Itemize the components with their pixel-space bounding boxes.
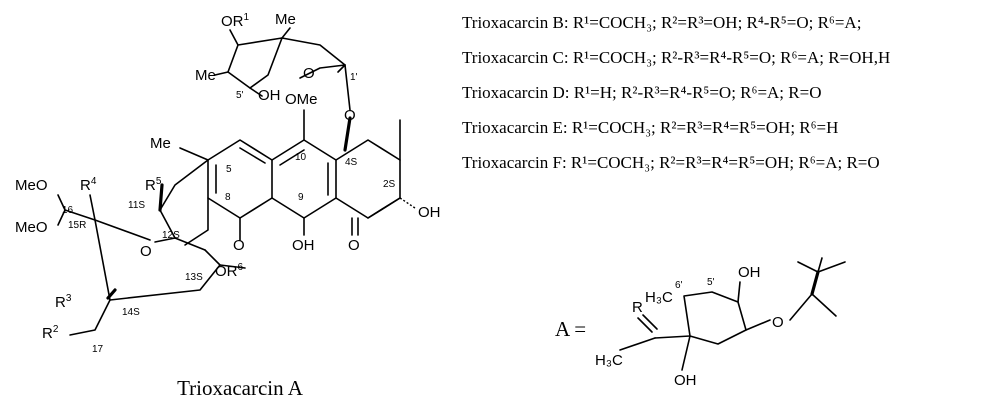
oh-c9-label: OH [292,237,315,254]
oh-sugar-label: OH [258,87,281,104]
a-ring-oxygen-label: O [772,314,784,331]
a-oh-bottom-label: OH [674,372,697,389]
sugar-oxygen-label: O [303,65,315,82]
oh-c2-label: OH [418,204,441,221]
a-pos-5p-label: 5' [707,277,715,288]
pos-1p-label: 1' [350,72,358,83]
definition-d: Trioxacarcin D: R¹=H; R²-R³=R⁴-R⁵=O; R⁶=… [462,83,821,102]
trioxacarcin-definitions: Trioxacarcin B: R¹=COCH₃; R²=R³=OH; R⁴-R… [462,13,890,172]
trioxacarcin-a-labels: OR1 Me Me O OH 5' 1' OMe O Me 5 10 4S 8 … [15,11,441,355]
me-sugar-label: Me [275,11,296,28]
aryl-methyl-label: Me [150,135,171,152]
pos-8-label: 8 [225,192,231,203]
ome-label: OMe [285,91,318,108]
substituent-a: A = R OH OH O H₃C H₃C 6' 5' [555,257,846,389]
r3-label: R3 [55,293,72,311]
definition-f: Trioxacarcin F: R¹=COCH₃; R²=R³=R⁴=R⁵=OH… [462,153,880,172]
pos-11s-label: 11S [128,200,145,211]
definition-e: Trioxacarcin E: R¹=COCH₃; R²=R³=R⁴=R⁵=OH… [462,118,838,137]
pos-13s-label: 13S [185,272,203,283]
definition-b: Trioxacarcin B: R¹=COCH₃; R²=R³=OH; R⁴-R… [462,13,861,32]
r5-label: R5 [145,176,162,194]
trioxacarcin-a-bonds [57,27,416,336]
pyran-oxygen-label: O [233,237,245,254]
a-r-label: R [632,299,643,316]
a-pos-6p-label: 6' [675,280,683,291]
pos-4s-label: 4S [345,157,358,168]
or6-label: OR6 [215,262,244,280]
or1-label: OR1 [221,12,250,30]
pos-5-label: 5 [226,164,232,175]
structure-caption: Trioxacarcin A [177,376,304,400]
keto-oxygen-label: O [348,237,360,254]
pos-12s-label: 12S [162,230,180,241]
definition-c: Trioxacarcin C: R¹=COCH₃; R²-R³=R⁴-R⁵=O;… [462,48,890,67]
a-oh-top-label: OH [738,264,761,281]
meo-1-label: MeO [15,177,48,194]
pos-17-label: 17 [92,344,104,355]
pos-9-label: 9 [298,192,304,203]
pos-14s-label: 14S [122,307,140,318]
pos-2s-label: 2S [383,179,396,190]
a-h3c-2-label: H₃C [595,352,623,369]
glycosidic-oxygen-label: O [344,107,356,124]
pos-10-label: 10 [295,152,307,163]
substituent-a-symbol: A = [555,317,586,341]
r4-label: R4 [80,176,97,194]
meo-2-label: MeO [15,219,48,236]
me-sugar2-label: Me [195,67,216,84]
pos-15r-label: 15R [68,220,86,231]
bridge-oxygen-label: O [140,243,152,260]
r2-label: R2 [42,324,59,342]
pos-5p-label: 5' [236,90,244,101]
pos-16-label: 16 [62,205,74,216]
a-h3c-1-label: H₃C [645,289,673,306]
